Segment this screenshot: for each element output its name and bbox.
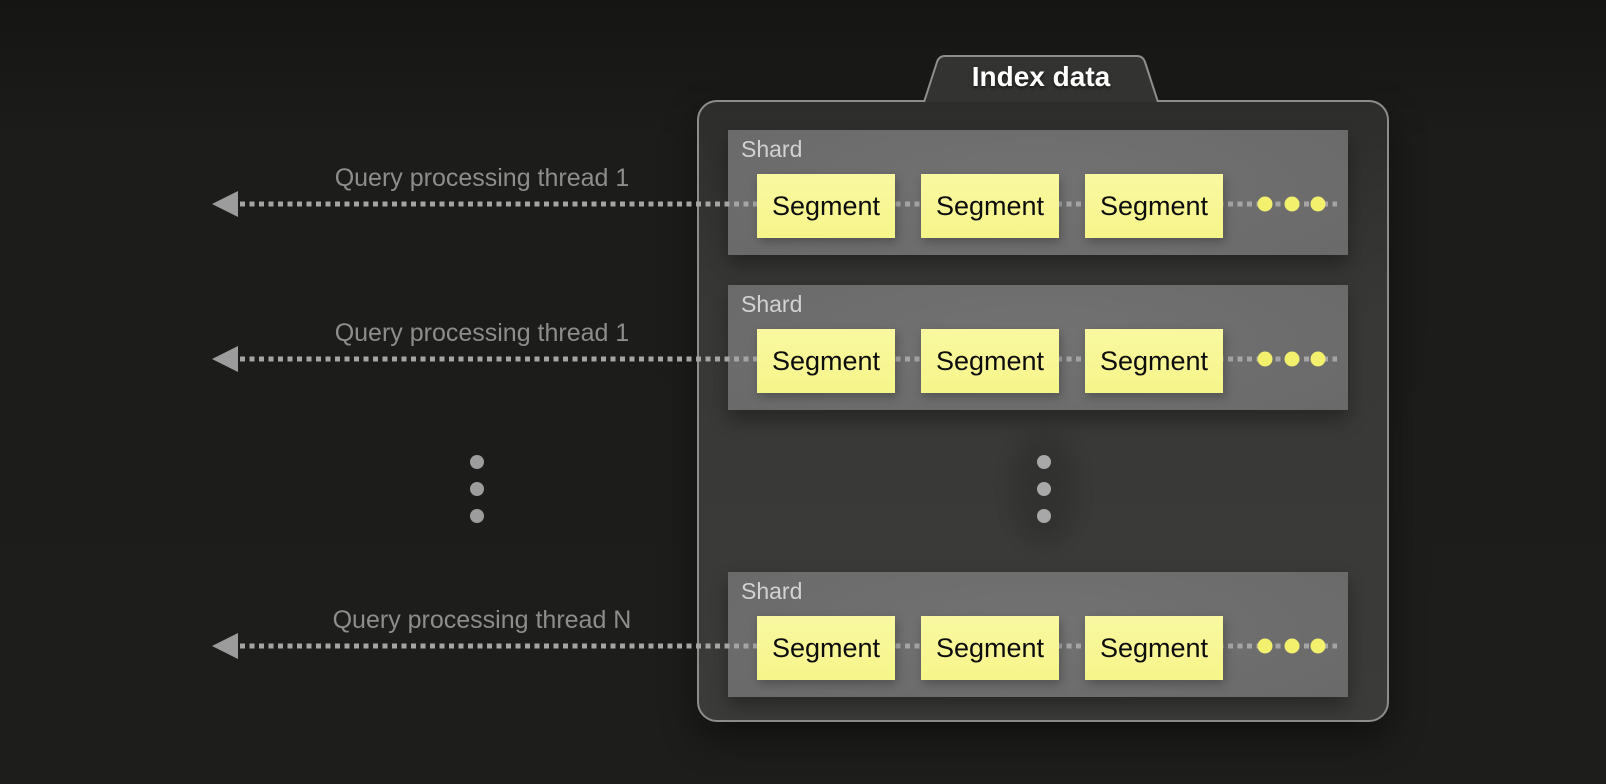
segment-box: Segment: [921, 174, 1059, 238]
shard-box-2: Shard Segment Segment Segment: [728, 285, 1348, 410]
arrowhead-icon: [212, 633, 238, 659]
more-segments-dots: [1257, 351, 1326, 367]
index-data-title: Index data: [971, 61, 1111, 92]
more-threads-ellipsis-icon: [470, 455, 484, 523]
query-thread-label-2: Query processing thread 1: [334, 319, 630, 347]
shard-box-1: Shard Segment Segment Segment: [728, 130, 1348, 255]
segment-box: Segment: [921, 329, 1059, 393]
index-data-tab: Index data: [923, 54, 1159, 102]
segment-box: Segment: [1085, 329, 1223, 393]
segment-box: Segment: [757, 616, 895, 680]
segment-box: Segment: [757, 174, 895, 238]
more-segments-dots: [1257, 638, 1326, 654]
segment-box: Segment: [1085, 616, 1223, 680]
query-thread-label-1: Query processing thread 1: [334, 164, 630, 192]
query-thread-label-n: Query processing thread N: [332, 606, 632, 634]
shard-label: Shard: [741, 578, 803, 604]
segment-box: Segment: [1085, 174, 1223, 238]
arrowhead-icon: [212, 346, 238, 372]
more-shards-ellipsis-icon: [1037, 455, 1051, 523]
segment-box: Segment: [921, 616, 1059, 680]
shard-label: Shard: [741, 136, 803, 162]
segment-box: Segment: [757, 329, 895, 393]
tab-shape: [923, 55, 1159, 102]
shard-box-n: Shard Segment Segment Segment: [728, 572, 1348, 697]
shard-label: Shard: [741, 291, 803, 317]
arrowhead-icon: [212, 191, 238, 217]
more-segments-dots: [1257, 196, 1326, 212]
